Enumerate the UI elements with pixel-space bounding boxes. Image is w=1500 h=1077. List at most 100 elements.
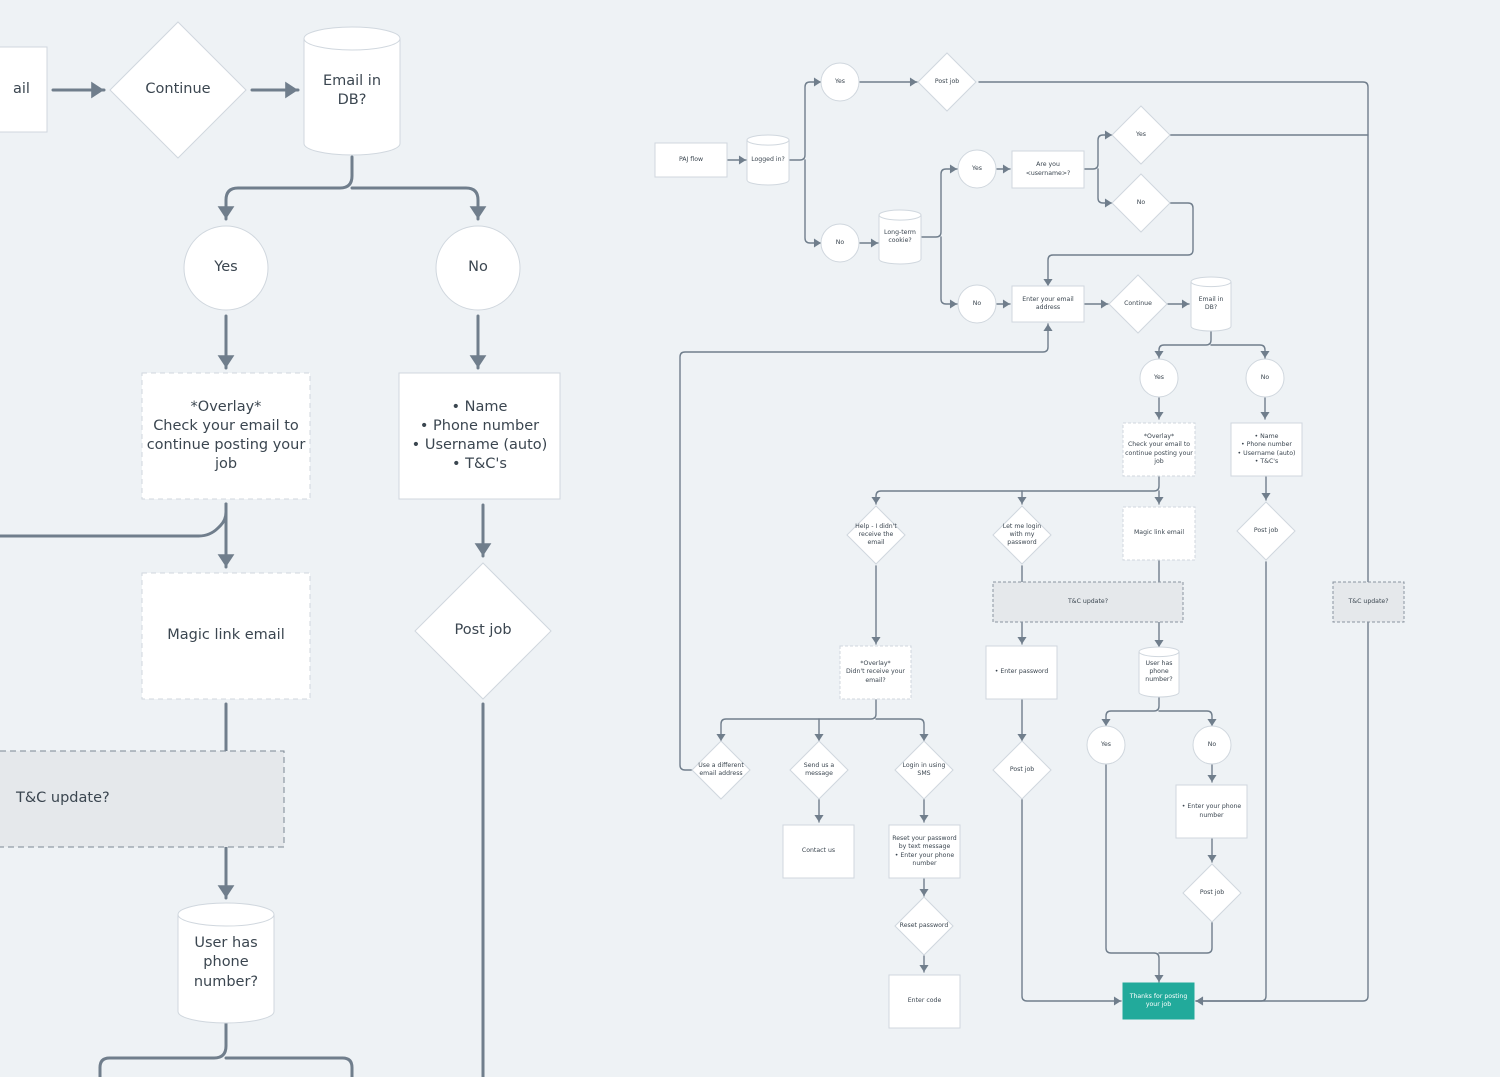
ov-link-enteremail-continue-arrowhead: [1100, 299, 1108, 309]
ov-yes-circle-2: [957, 149, 997, 189]
ov-yes-circle-4: [1139, 358, 1179, 398]
zoom-user-has-phone-cylinder-rim: [177, 914, 275, 927]
zoom-continue-diamond: [109, 21, 247, 159]
ov-link-password-post-arrowhead: [1017, 733, 1027, 741]
ov-link-resetpwd-code-arrowhead: [919, 964, 929, 972]
ov-link-no5-enterphone-arrowhead: [1207, 774, 1217, 782]
zoom-link-no-details-arrowhead: [469, 355, 487, 368]
ov-link-post3-thanks-arrowhead: [1113, 996, 1121, 1006]
zoom-link-magic-phone-arrowhead: [217, 885, 235, 898]
ov-tc-update-box-2-label: T&C update?: [1348, 597, 1389, 605]
ov-are-you-box-label: Are you <username>?: [1025, 161, 1071, 177]
zoom-details-box: [398, 372, 561, 500]
ov-paj-flow-box-label: PAJ flow: [678, 155, 704, 163]
zoom-details-box-label: • Name • Phone number • Username (auto) …: [411, 398, 548, 473]
ov-let-me-login-diamond-label: Let me login with my password: [1002, 522, 1042, 547]
zoom-user-has-phone-cylinder-label: User has phone number?: [193, 935, 259, 990]
zoom-link-db-yes-arrowhead: [217, 206, 235, 219]
ov-overlay-box: [1122, 422, 1196, 477]
ov-link-no-enteremail-arrowhead: [1043, 278, 1053, 286]
ov-long-term-cookie-cylinder: [878, 209, 922, 265]
ov-no-circle-1: [820, 223, 860, 263]
ov-enter-code-box-label: Enter code: [907, 997, 942, 1005]
ov-post-job-diamond-4-label: Post job: [1199, 888, 1225, 896]
zoom-email-in-db-cylinder-label: Email in DB?: [322, 72, 382, 108]
ov-magic-link-box: [1122, 506, 1196, 561]
ov-details-box-label: • Name • Phone number • Username (auto) …: [1237, 433, 1296, 465]
ov-link-yes-areyou-arrowhead: [1002, 164, 1010, 174]
ov-paj-flow-box: [654, 142, 728, 178]
ov-help-diamond: [846, 505, 906, 565]
zoom-link-continue-db-arrowhead: [285, 81, 298, 99]
ov-login-sms-diamond: [894, 740, 954, 800]
ov-link-post3-thanks: [1021, 798, 1122, 1002]
zoom-no-circle-label: No: [468, 259, 488, 276]
ov-are-you-box: [1011, 150, 1085, 189]
ov-link-cookie-no-arrowhead: [949, 299, 957, 309]
ov-use-different-diamond: [691, 740, 751, 800]
ov-link-cookie-no: [940, 236, 958, 305]
ov-link-cookie-yes-arrowhead: [949, 164, 957, 174]
ov-link-cookie-yes: [921, 168, 958, 238]
ov-link-post4-thanks: [1158, 921, 1213, 954]
zoom-overlay-box-label: *Overlay* Check your email to continue p…: [146, 398, 306, 473]
ov-enter-password-box-label: • Enter password: [994, 668, 1049, 676]
ov-user-has-phone-cylinder-rim: [1138, 651, 1180, 658]
zoom-link-email-continue-arrowhead: [91, 81, 104, 99]
ov-yes-diamond-3: [1111, 105, 1171, 165]
ov-yes-circle-1-label: Yes: [835, 77, 845, 85]
ov-link-o2-sms-arrowhead: [919, 733, 929, 741]
zoom-tc-update-box: [0, 750, 285, 848]
zoom-link-overlay-left: [0, 502, 228, 538]
ov-link-yes5-thanks-arrowhead: [1154, 974, 1164, 982]
ov-yes-circle-4-label: Yes: [1154, 373, 1164, 381]
ov-link-logged-yes: [788, 81, 822, 161]
ov-yes-circle-5: [1086, 725, 1126, 765]
zoom-user-has-phone-cylinder: [177, 902, 275, 1024]
ov-tc-update-box-1: [992, 581, 1184, 623]
ov-post-job-diamond-2: [1236, 501, 1296, 561]
ov-link-areyou-no-arrowhead: [1104, 198, 1112, 208]
ov-contact-us-box: [782, 824, 855, 879]
ov-enter-password-box: [985, 645, 1058, 700]
zoom-continue-diamond-label: Continue: [145, 81, 211, 98]
ov-overlay2-box-label: *Overlay* Didn't receive your email?: [846, 660, 905, 684]
ov-reset-by-text-box: [888, 824, 961, 879]
ov-link-o2-different: [720, 699, 877, 742]
ov-email-in-db-cylinder-label: Email in DB?: [1198, 295, 1224, 311]
ov-post-job-diamond-1-label: Post job: [934, 77, 960, 85]
ov-link-o2-send-arrowhead: [814, 733, 824, 741]
ov-reset-by-text-box-label: Reset your password by text message • En…: [892, 835, 957, 867]
ov-link-post2-thanks: [1195, 561, 1267, 1002]
ov-link-yes-overlay-arrowhead: [1154, 411, 1164, 419]
ov-post-job-diamond-3-label: Post job: [1009, 765, 1035, 773]
ov-link-help-overlay2-arrowhead: [871, 636, 881, 644]
ov-link-no-enteremail2-arrowhead: [1002, 299, 1010, 309]
zoom-post-job-diamond: [414, 562, 552, 700]
ov-no-diamond-3-label: No: [1136, 198, 1146, 206]
ov-link-yes5-thanks: [1105, 764, 1160, 983]
zoom-email-in-db-cylinder: [303, 26, 401, 156]
ov-link-paj-logged-arrowhead: [738, 155, 746, 165]
ov-reset-password-diamond: [894, 896, 954, 956]
ov-contact-us-box-label: Contact us: [801, 847, 836, 855]
zoom-magic-link-box-label: Magic link email: [167, 627, 285, 644]
ov-logged-in-cylinder-rim: [746, 139, 790, 146]
ov-link-details-post-arrowhead: [1261, 492, 1271, 500]
ov-no-circle-5-label: No: [1207, 740, 1217, 748]
zoom-post-job-diamond-label: Post job: [454, 622, 512, 639]
ov-link-no-cookie-arrowhead: [870, 238, 878, 248]
ov-no-circle-1-label: No: [835, 238, 845, 246]
ov-link-different-back-arrowhead: [1043, 324, 1053, 332]
ov-tc-update-box-2: [1332, 581, 1405, 623]
ov-let-me-login-diamond: [992, 505, 1052, 565]
ov-link-no-enteremail: [1047, 202, 1194, 287]
ov-post-job-diamond-2-label: Post job: [1253, 526, 1279, 534]
zoom-tc-update-box-label: T&C update?: [16, 790, 110, 807]
ov-use-different-diamond-label: Use a different email address: [698, 761, 744, 777]
zoom-no-circle: [435, 225, 521, 311]
ov-link-post-thanks: [978, 81, 1369, 1002]
ov-link-phone-yes: [1105, 695, 1160, 727]
ov-link-phone-yes-arrowhead: [1101, 718, 1111, 726]
